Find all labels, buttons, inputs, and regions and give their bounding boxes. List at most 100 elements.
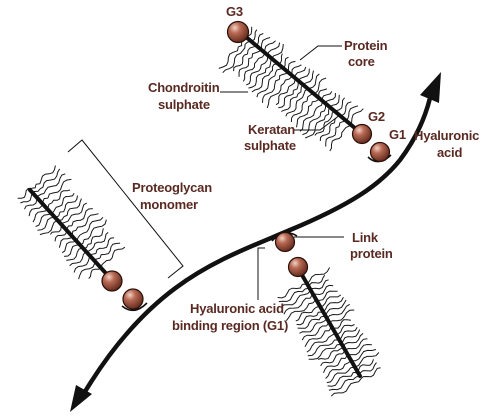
gag-side-chain [314,118,331,136]
g1-label: G1 [389,127,406,142]
protein-cores [28,30,364,378]
hyaluronic-acid-label-line2: acid [437,145,462,160]
gag-side-chain [325,126,340,147]
gag-side-chain [308,344,338,360]
gag-side-chain [296,104,312,128]
gag-side-chain [222,50,244,74]
backbone-arrowhead-bottom [70,385,92,412]
gag-side-chain [87,228,104,245]
g2-domain-lower [287,256,309,278]
gag-side-chain [47,178,72,199]
g3-label: G3 [226,4,243,19]
gag-side-chain [329,97,345,120]
gag-side-chain [64,239,85,257]
gag-side-chain [75,213,99,231]
gag-side-chain [283,297,311,315]
gag-side-chain [293,68,310,91]
gag-side-chain [265,44,284,70]
gag-side-chain [278,90,294,109]
gag-side-chain [288,66,307,88]
gag-side-chain [218,46,239,69]
gag-side-chain [71,208,93,226]
protein-core-lower [296,266,362,378]
g1-domain-left [122,288,144,310]
protein-core-label-line1: Protein [344,38,388,53]
gag-side-chain [297,70,314,95]
gag-side-chain [61,234,81,254]
g1-domain-upper [369,141,391,163]
gag-side-chain [325,362,349,379]
gag-side-chain [67,202,87,222]
gag-side-chain [95,237,115,254]
gag-side-chain [326,367,351,384]
g2-domain-left [101,270,123,292]
gag-side-chain [278,288,306,303]
gag-side-chain [54,225,73,242]
keratan-leader [293,117,337,131]
g2-domain-upper [351,123,373,145]
gag-side-chain [317,348,341,360]
gag-side-chain [325,94,340,117]
gag-side-chain [302,73,320,98]
gag-side-chain [233,53,248,72]
link-proteins [121,154,392,312]
gag-side-chain [305,115,326,139]
gag-side-chain [262,78,280,103]
gag-side-chain [290,100,308,123]
gag-side-chain [35,207,57,228]
glycosaminoglycan-chains [17,26,381,397]
gag-side-chain [242,60,257,82]
gag-side-chain [295,307,317,322]
gag-side-chain [35,165,56,185]
gag-side-chain [24,193,45,210]
binding-region-leader [257,247,265,300]
proteoglycan-monomer-label-line1: Proteoglycan [132,180,212,195]
gag-side-chain [88,262,105,279]
gag-side-chain [306,334,333,353]
gag-side-chain [323,357,346,373]
gag-side-chain [17,184,37,199]
gag-side-chain [49,220,69,235]
hyaluronic-acid-strand [77,95,433,403]
gag-side-chain [275,86,290,106]
gag-side-chain [256,40,276,62]
gag-side-chain [79,216,104,236]
link-protein-label-line1: Link [352,230,379,245]
gag-side-chain [327,372,354,387]
labels: G3 Protein core Chondroitin sulphate Ker… [132,4,479,333]
gag-side-chain [304,330,330,348]
leader-lines [67,45,344,300]
gag-side-chain [358,367,381,382]
gag-side-chain [260,42,281,66]
gag-side-chain [301,325,327,341]
chondroitin-sulphate-label-line1: Chondroitin [148,80,220,95]
gag-side-chain [285,97,303,117]
gag-side-chain [251,71,271,93]
gag-side-chain [306,77,327,102]
proteoglycan-monomer-label-line2: monomer [140,197,198,212]
gag-side-chain [248,68,267,89]
chondroitin-sulphate-label-line2: sulphate [158,97,210,112]
gag-side-chain [266,82,285,109]
gag-side-chain [37,211,61,231]
gag-side-chain [319,122,335,142]
gag-side-chain [299,320,324,334]
hyaluronic-acid-backbone [70,72,441,412]
gag-side-chain [99,242,121,259]
gag-side-chain [299,108,317,132]
gag-side-chain [103,246,126,264]
g3-domain [226,20,250,44]
binding-region-label-line2: binding region (G1) [172,318,288,333]
gag-side-chain [256,75,276,98]
gag-side-chain [51,189,71,204]
gag-side-chain [58,229,77,248]
gag-side-chain [328,376,357,391]
gag-side-chain [43,173,66,194]
gag-side-chain [39,168,61,190]
gag-side-chain [245,64,262,86]
protein-core-label-line2: core [348,54,375,69]
backbone-arrowhead-top [420,72,441,103]
gag-side-chain [320,353,343,367]
gag-side-chain [329,129,345,152]
gag-side-chain [330,381,359,397]
